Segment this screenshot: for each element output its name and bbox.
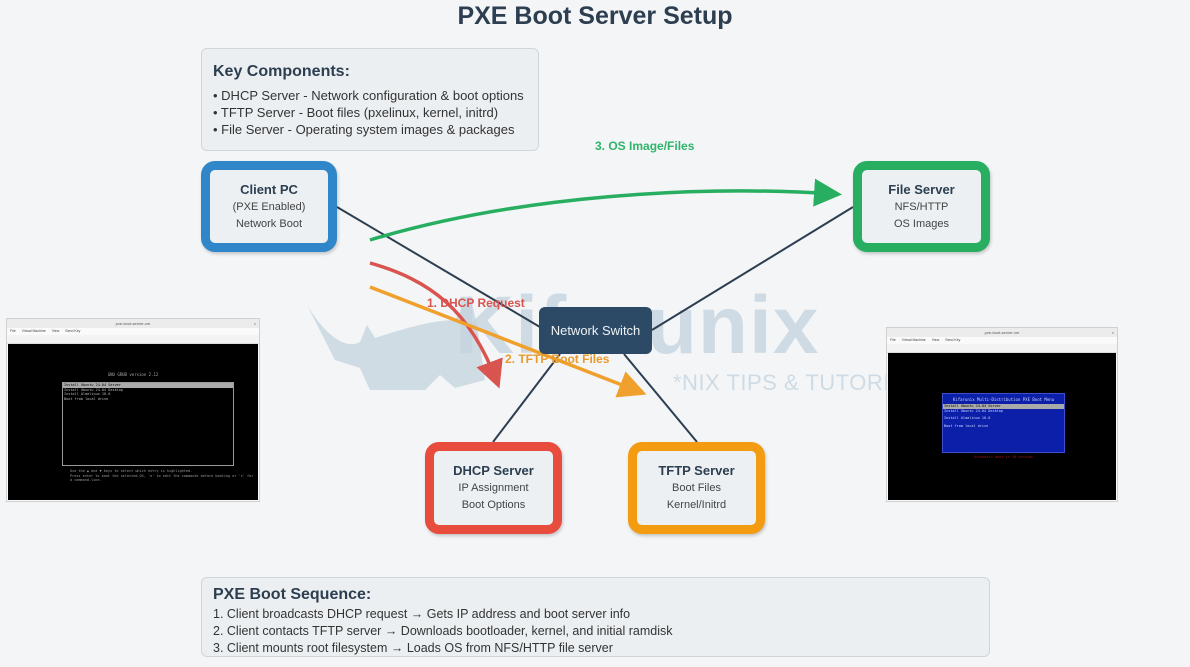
flow-label-os: 3. OS Image/Files bbox=[595, 139, 695, 153]
screenshot-pxe-menu: pxe-boot-server-vm × File Virtual Machin… bbox=[886, 327, 1118, 502]
pxe-menu-box: Kifarunix Multi-Distribution PXE Boot Me… bbox=[942, 393, 1065, 453]
menu-item: Send Key bbox=[65, 329, 81, 333]
node-title: TFTP Server bbox=[658, 463, 735, 478]
close-icon: × bbox=[253, 321, 256, 326]
node-tftp-server: TFTP Server Boot Files Kernel/Initrd bbox=[628, 442, 765, 534]
menu-item: File bbox=[10, 329, 16, 333]
node-detail: Network Boot bbox=[235, 217, 302, 230]
boot-sequence-heading: PXE Boot Sequence: bbox=[213, 586, 372, 603]
grub-help-line: Use the ▲ and ▼ keys to select which ent… bbox=[70, 469, 193, 473]
node-title: DHCP Server bbox=[453, 463, 534, 478]
flow-arrow-tftp bbox=[369, 285, 647, 398]
key-components-panel: Key Components: • DHCP Server - Network … bbox=[201, 48, 539, 151]
node-dhcp-server: DHCP Server IP Assignment Boot Options bbox=[425, 442, 562, 534]
link-file-switch bbox=[651, 206, 854, 331]
pxe-footer: Automatic boot in 30 seconds bbox=[974, 455, 1034, 459]
boot-sequence-step: 2. Client contacts TFTP server → Downloa… bbox=[213, 624, 673, 638]
key-component-item: • TFTP Server - Boot files (pxelinux, ke… bbox=[213, 105, 499, 120]
grub-menu-box: Install Ubuntu 24.04 Server Install Ubun… bbox=[62, 382, 234, 466]
window-menubar: File Virtual Machine View Send Key bbox=[887, 337, 1117, 344]
node-network-switch: Network Switch bbox=[539, 307, 652, 354]
grub-entry: Boot from local drive bbox=[64, 396, 109, 401]
node-detail: Kernel/Initrd bbox=[666, 499, 727, 511]
node-detail: (PXE Enabled) bbox=[232, 200, 306, 213]
window-title: pxe-boot-server-vm bbox=[115, 321, 151, 326]
grub-help-line: Press enter to boot the selected OS, 'e'… bbox=[70, 473, 254, 478]
boot-sequence-step: 1. Client broadcasts DHCP request → Gets… bbox=[213, 607, 631, 621]
close-icon: × bbox=[1111, 330, 1114, 335]
node-detail: IP Assignment bbox=[458, 482, 529, 494]
boot-sequence-step: 3. Client mounts root filesystem → Loads… bbox=[213, 641, 613, 655]
watermark-rhino-logo bbox=[307, 295, 485, 390]
menu-item: Virtual Machine bbox=[21, 329, 46, 333]
screenshot-grub-menu: pxe-boot-server-vm × File Virtual Machin… bbox=[6, 318, 260, 502]
flow-arrow-os bbox=[369, 178, 842, 242]
grub-entry: Install Almalinux 10.0 bbox=[64, 392, 111, 396]
pxe-entry: Install Ubuntu 24.04 Desktop bbox=[944, 408, 1004, 413]
window-toolbar bbox=[7, 335, 259, 344]
menu-item: Virtual Machine bbox=[901, 338, 926, 342]
pxe-entry: Install Almalinux 10.0 bbox=[944, 416, 991, 420]
vm-console: Kifarunix Multi-Distribution PXE Boot Me… bbox=[888, 353, 1116, 500]
node-title: File Server bbox=[888, 181, 955, 197]
grub-header: GNU GRUB version 2.12 bbox=[107, 372, 159, 377]
flow-arrow-dhcp bbox=[369, 261, 503, 389]
diagram-title: PXE Boot Server Setup bbox=[457, 2, 733, 30]
vm-console: GNU GRUB version 2.12 Install Ubuntu 24.… bbox=[8, 344, 258, 500]
pxe-entry: Boot from local drive bbox=[944, 423, 989, 428]
node-title: Network Switch bbox=[550, 323, 641, 338]
link-client-switch bbox=[336, 206, 546, 331]
flow-label-dhcp: 1. DHCP Request bbox=[427, 296, 525, 310]
grub-entry: Install Ubuntu 24.04 Desktop bbox=[64, 387, 124, 392]
grub-entry: Install Ubuntu 24.04 Server bbox=[63, 383, 233, 388]
node-detail: NFS/HTTP bbox=[894, 200, 949, 213]
node-title: Client PC bbox=[240, 181, 298, 197]
pxe-menu-title: Kifarunix Multi-Distribution PXE Boot Me… bbox=[952, 397, 1055, 402]
window-titlebar: pxe-boot-server-vm × bbox=[7, 319, 259, 328]
window-titlebar: pxe-boot-server-vm × bbox=[887, 328, 1117, 337]
key-component-item: • File Server - Operating system images … bbox=[213, 122, 515, 137]
window-toolbar bbox=[887, 344, 1117, 353]
menu-item: View bbox=[931, 338, 940, 342]
menu-item: View bbox=[51, 329, 60, 333]
grub-help-line: a command-line. bbox=[70, 478, 102, 482]
window-title: pxe-boot-server-vm bbox=[984, 330, 1020, 335]
key-component-item: • DHCP Server - Network configuration & … bbox=[213, 88, 524, 103]
link-switch-dhcp bbox=[492, 353, 561, 443]
window-menubar: File Virtual Machine View Send Key bbox=[7, 328, 259, 335]
key-components-heading: Key Components: bbox=[213, 63, 350, 80]
menu-item: File bbox=[890, 338, 896, 342]
node-detail: Boot Options bbox=[461, 499, 526, 511]
pxe-entry: Install Ubuntu 24.04 Server bbox=[943, 404, 1064, 409]
node-file-server: File Server NFS/HTTP OS Images bbox=[853, 161, 990, 252]
flow-label-tftp: 2. TFTP Boot Files bbox=[505, 352, 610, 366]
grub-help-text: Use the ▲ and ▼ keys to select which ent… bbox=[70, 469, 253, 483]
menu-item: Send Key bbox=[945, 338, 961, 342]
link-switch-tftp bbox=[623, 353, 698, 443]
boot-sequence-panel: PXE Boot Sequence: 1. Client broadcasts … bbox=[201, 577, 990, 657]
node-detail: OS Images bbox=[893, 217, 950, 230]
node-detail: Boot Files bbox=[672, 482, 721, 494]
node-client-pc: Client PC (PXE Enabled) Network Boot bbox=[201, 161, 337, 252]
